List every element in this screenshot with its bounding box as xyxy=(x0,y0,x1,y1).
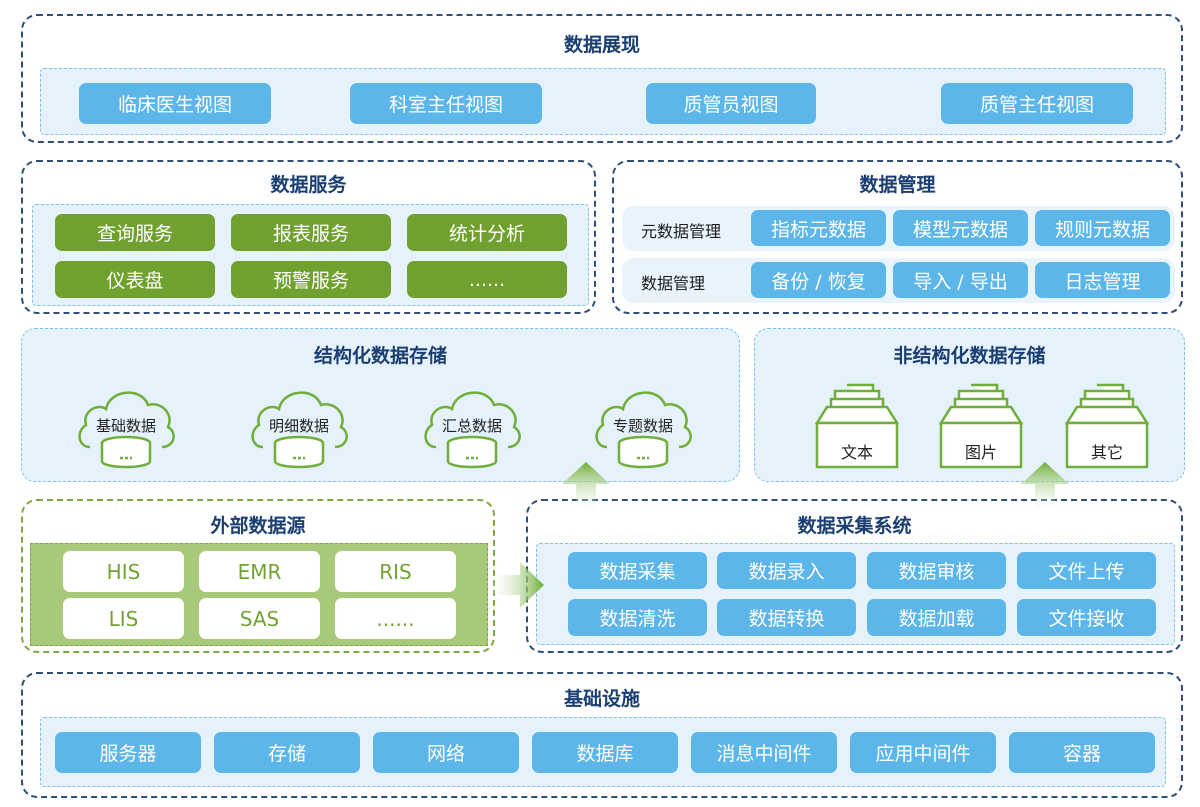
infrastructure-title: 基础设施 xyxy=(563,688,640,710)
infrastructure-panel: 基础设施 服务器 存储 网络 数据库 消息中间件 应用中间件 容器 xyxy=(21,672,1183,798)
storage-other-label: 其它 xyxy=(1090,443,1123,462)
infra-app-middleware[interactable]: 应用中间件 xyxy=(850,732,996,773)
service-statistics[interactable]: 统计分析 xyxy=(407,214,567,251)
service-warning[interactable]: 预警服务 xyxy=(231,261,391,298)
collection-inner: 数据采集 数据录入 数据审核 文件上传 数据清洗 数据转换 数据加载 文件接收 xyxy=(536,543,1175,645)
infra-container[interactable]: 容器 xyxy=(1009,732,1155,773)
cloud-database-icon xyxy=(78,391,175,469)
collect-gather[interactable]: 数据采集 xyxy=(568,552,707,589)
storage-text[interactable]: 文本 xyxy=(809,383,905,469)
source-lis[interactable]: LIS xyxy=(63,598,184,639)
presentation-title: 数据展现 xyxy=(563,34,640,56)
service-panel: 数据服务 查询服务 报表服务 统计分析 仪表盘 预警服务 ...... xyxy=(21,160,596,314)
storage-topic-label: 专题数据 xyxy=(612,417,673,435)
file-cabinet-icon xyxy=(814,383,900,469)
cloud-database-icon xyxy=(595,391,692,469)
meta-indicator[interactable]: 指标元数据 xyxy=(751,210,886,246)
storage-text-label: 文本 xyxy=(840,443,873,462)
infra-server[interactable]: 服务器 xyxy=(55,732,201,773)
cloud-database-icon xyxy=(424,391,521,469)
source-emr[interactable]: EMR xyxy=(199,551,320,592)
storage-image-label: 图片 xyxy=(964,443,997,462)
service-query[interactable]: 查询服务 xyxy=(55,214,215,251)
structured-title: 结构化数据存储 xyxy=(313,345,447,367)
service-title: 数据服务 xyxy=(270,174,347,196)
infra-storage[interactable]: 存储 xyxy=(214,732,360,773)
unstructured-panel: 非结构化数据存储 文本 图片 其它 xyxy=(754,328,1185,482)
collection-panel: 数据采集系统 数据采集 数据录入 数据审核 文件上传 数据清洗 数据转换 数据加… xyxy=(526,499,1183,653)
storage-detail-label: 明细数据 xyxy=(268,417,329,435)
right-arrow-icon xyxy=(488,562,544,608)
log-management[interactable]: 日志管理 xyxy=(1035,262,1170,298)
infrastructure-inner: 服务器 存储 网络 数据库 消息中间件 应用中间件 容器 xyxy=(40,717,1166,787)
collect-review[interactable]: 数据审核 xyxy=(867,552,1006,589)
source-sas[interactable]: SAS xyxy=(199,598,320,639)
management-row-meta: 元数据管理 指标元数据 模型元数据 规则元数据 xyxy=(622,206,1175,251)
collection-title: 数据采集系统 xyxy=(797,515,912,537)
meta-rule[interactable]: 规则元数据 xyxy=(1035,210,1170,246)
meta-model[interactable]: 模型元数据 xyxy=(893,210,1028,246)
import-export[interactable]: 导入 / 导出 xyxy=(893,262,1028,298)
unstructured-title: 非结构化数据存储 xyxy=(893,345,1046,367)
up-arrow-icon xyxy=(562,462,610,514)
storage-detail[interactable]: 明细数据 xyxy=(249,381,349,471)
storage-basic[interactable]: 基础数据 xyxy=(76,381,176,471)
service-report[interactable]: 报表服务 xyxy=(231,214,391,251)
view-quality-officer[interactable]: 质管员视图 xyxy=(646,83,816,124)
infra-network[interactable]: 网络 xyxy=(373,732,519,773)
view-department-head[interactable]: 科室主任视图 xyxy=(350,83,542,124)
collect-clean[interactable]: 数据清洗 xyxy=(568,599,707,636)
storage-other[interactable]: 其它 xyxy=(1059,383,1155,469)
collect-transform[interactable]: 数据转换 xyxy=(717,599,856,636)
management-row-data: 数据管理 备份 / 恢复 导入 / 导出 日志管理 xyxy=(622,258,1175,303)
storage-basic-label: 基础数据 xyxy=(95,417,156,435)
storage-summary-label: 汇总数据 xyxy=(441,417,502,435)
external-inner: HIS EMR RIS LIS SAS ...... xyxy=(30,543,488,646)
cloud-database-icon xyxy=(251,391,348,469)
service-inner: 查询服务 报表服务 统计分析 仪表盘 预警服务 ...... xyxy=(32,204,589,306)
collect-receive[interactable]: 文件接收 xyxy=(1017,599,1156,636)
external-title: 外部数据源 xyxy=(210,515,306,537)
file-cabinet-icon xyxy=(938,383,1024,469)
service-dashboard[interactable]: 仪表盘 xyxy=(55,261,215,298)
up-arrow-icon xyxy=(1021,462,1069,514)
source-ris[interactable]: RIS xyxy=(335,551,456,592)
view-clinician[interactable]: 临床医生视图 xyxy=(79,83,271,124)
file-cabinet-icon xyxy=(1064,383,1150,469)
collect-load[interactable]: 数据加载 xyxy=(867,599,1006,636)
presentation-inner: 临床医生视图 科室主任视图 质管员视图 质管主任视图 xyxy=(40,68,1166,135)
storage-summary[interactable]: 汇总数据 xyxy=(422,381,522,471)
presentation-panel: 数据展现 临床医生视图 科室主任视图 质管员视图 质管主任视图 xyxy=(21,14,1183,143)
management-title: 数据管理 xyxy=(859,174,936,196)
management-panel: 数据管理 元数据管理 指标元数据 模型元数据 规则元数据 数据管理 备份 / 恢… xyxy=(612,160,1183,314)
backup-restore[interactable]: 备份 / 恢复 xyxy=(751,262,886,298)
collect-upload[interactable]: 文件上传 xyxy=(1017,552,1156,589)
source-more[interactable]: ...... xyxy=(335,598,456,639)
external-panel: 外部数据源 HIS EMR RIS LIS SAS ...... xyxy=(21,499,495,653)
storage-topic[interactable]: 专题数据 xyxy=(593,381,693,471)
infra-database[interactable]: 数据库 xyxy=(532,732,678,773)
management-row-data-label: 数据管理 xyxy=(641,274,706,293)
collect-entry[interactable]: 数据录入 xyxy=(717,552,856,589)
management-row-meta-label: 元数据管理 xyxy=(641,222,722,241)
service-more[interactable]: ...... xyxy=(407,261,567,298)
view-quality-director[interactable]: 质管主任视图 xyxy=(941,83,1133,124)
source-his[interactable]: HIS xyxy=(63,551,184,592)
storage-image[interactable]: 图片 xyxy=(933,383,1029,469)
infra-message-middleware[interactable]: 消息中间件 xyxy=(691,732,837,773)
structured-panel: 结构化数据存储 基础数据 明细数据 汇总数据 xyxy=(21,328,740,482)
